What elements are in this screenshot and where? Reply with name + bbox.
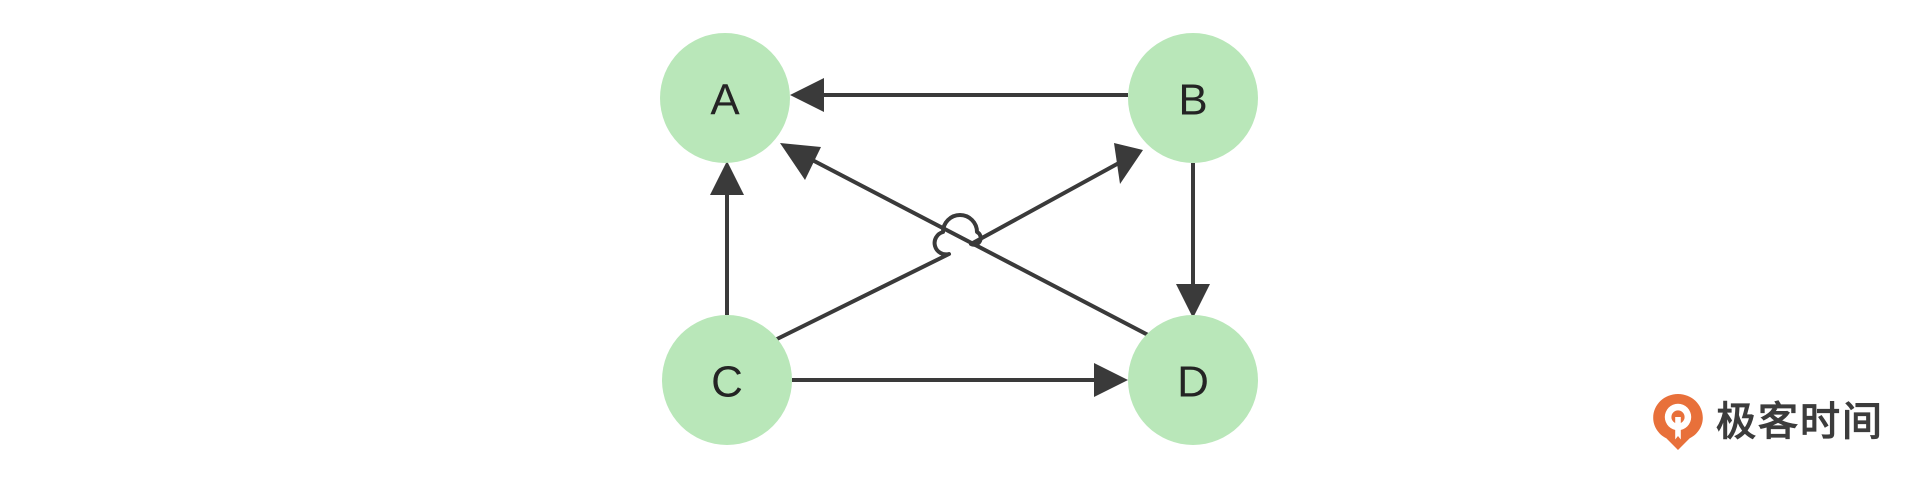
- edge-layer: [710, 78, 1210, 397]
- edge-b-to-a[interactable]: [790, 78, 1128, 112]
- edge-b-to-d-arrowhead: [1176, 284, 1210, 318]
- graph-node-c-circle: [662, 315, 792, 445]
- graph-node-d-circle: [1128, 315, 1258, 445]
- edge-d-to-a[interactable]: [780, 143, 1151, 338]
- edge-c-to-b-line: [774, 156, 1129, 342]
- edge-c-to-b-arrowhead: [1114, 143, 1143, 184]
- graph-node-d[interactable]: D: [1128, 315, 1258, 445]
- graph-node-a[interactable]: A: [660, 33, 790, 163]
- graph-node-c-label: C: [711, 358, 743, 407]
- graph-node-b-label: B: [1178, 76, 1207, 125]
- node-layer: A B C D: [660, 33, 1258, 445]
- geektime-pin-logo-icon: [1653, 394, 1703, 450]
- edge-c-to-b[interactable]: [774, 143, 1143, 342]
- brand-wordmark: 极客时间: [1716, 399, 1884, 445]
- brand-logo: 极客时间: [1652, 392, 1884, 452]
- edge-d-to-a-arrowhead: [780, 143, 821, 180]
- graph-node-c[interactable]: C: [662, 315, 792, 445]
- edge-b-to-a-arrowhead: [790, 78, 824, 112]
- graph-node-a-label: A: [710, 76, 740, 125]
- edge-b-to-d[interactable]: [1176, 163, 1210, 318]
- graph-node-d-label: D: [1177, 358, 1209, 407]
- edge-c-to-d-arrowhead: [1094, 363, 1128, 397]
- edge-c-to-d[interactable]: [792, 363, 1128, 397]
- graph-node-b[interactable]: B: [1128, 33, 1258, 163]
- edge-c-to-a[interactable]: [710, 161, 744, 315]
- graph-node-b-circle: [1128, 33, 1258, 163]
- edge-c-to-a-arrowhead: [710, 161, 744, 195]
- graph-node-a-circle: [660, 33, 790, 163]
